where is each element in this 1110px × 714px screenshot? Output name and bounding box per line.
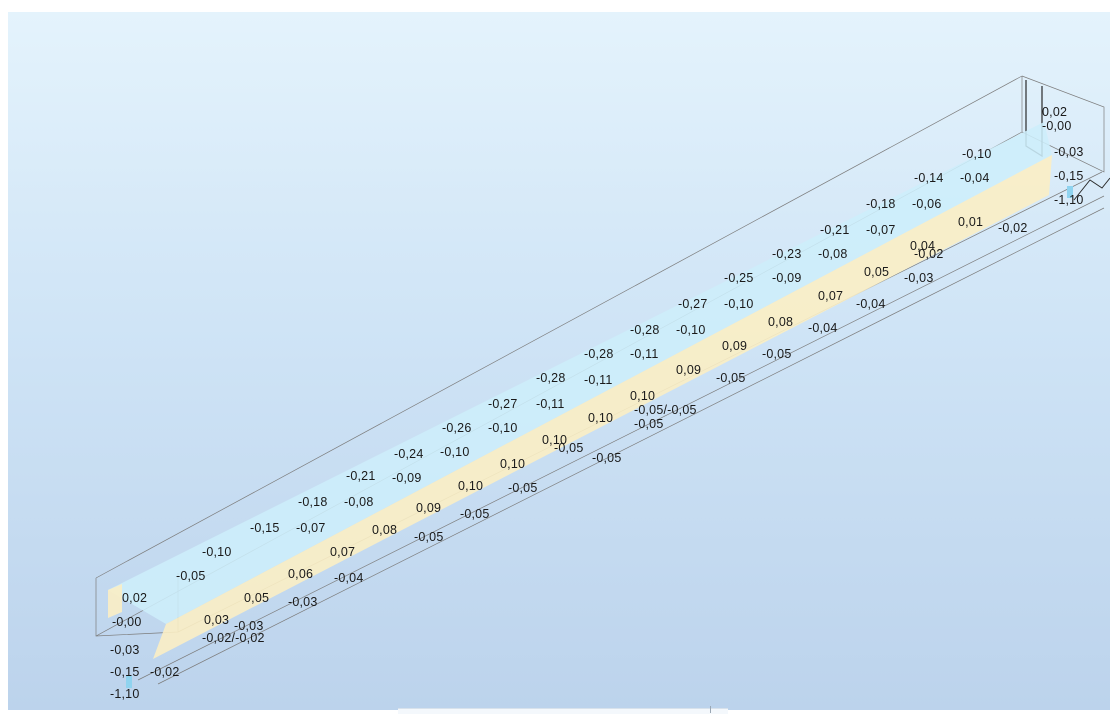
- result-value: -0,03: [288, 595, 318, 609]
- result-value: -0,05: [762, 347, 792, 361]
- result-value: -0,18: [866, 197, 896, 211]
- result-value: 0,01: [958, 215, 984, 229]
- result-value: 0,05: [244, 591, 270, 605]
- result-value: -0,27: [488, 397, 518, 411]
- result-value: 0,02: [122, 591, 148, 605]
- result-value: -0,21: [820, 223, 850, 237]
- result-value: -0,02: [150, 665, 180, 679]
- result-value: -0,28: [630, 323, 660, 337]
- result-value: -0,05: [716, 371, 746, 385]
- result-value: -0,02/-0,02: [202, 631, 265, 645]
- result-value: -0,07: [866, 223, 896, 237]
- result-value: 0,04: [910, 239, 936, 253]
- result-value: -0,28: [584, 347, 614, 361]
- result-value: 0,10: [588, 411, 614, 425]
- result-value: -0,27: [678, 297, 708, 311]
- result-value: 0,09: [722, 339, 748, 353]
- result-value: -0,03: [1054, 145, 1084, 159]
- support-left: [126, 676, 132, 688]
- result-value: -0,10: [202, 545, 232, 559]
- result-value: -0,23: [772, 247, 802, 261]
- result-value: -0,10: [488, 421, 518, 435]
- positive-result-start: [108, 584, 122, 618]
- result-value: -0,10: [676, 323, 706, 337]
- result-value: -0,03: [904, 271, 934, 285]
- result-value: 0,06: [288, 567, 314, 581]
- result-value: -0,24: [394, 447, 424, 461]
- result-value: -0,04: [808, 321, 838, 335]
- result-value: -0,11: [630, 347, 659, 361]
- result-value: -1,10: [1054, 193, 1084, 207]
- result-value: -0,04: [960, 171, 990, 185]
- result-value: -0,15: [250, 521, 280, 535]
- result-value: -0,18: [298, 495, 328, 509]
- result-value: -0,15: [110, 665, 140, 679]
- result-value: -1,10: [110, 687, 140, 701]
- result-value: 0,10: [630, 389, 656, 403]
- result-value: -0,05: [176, 569, 206, 583]
- result-value: -0,28: [536, 371, 566, 385]
- result-value: -0,07: [296, 521, 326, 535]
- wireframe-inner-edge-2: [157, 207, 1105, 685]
- result-value: 0,02: [1042, 105, 1068, 119]
- status-strip: [398, 708, 728, 714]
- result-value: -0,14: [914, 171, 944, 185]
- result-value: -0,09: [392, 471, 422, 485]
- support-right: [1067, 186, 1073, 198]
- wireframe-right-end: [1021, 75, 1105, 173]
- result-value: -0,08: [818, 247, 848, 261]
- result-value: -0,04: [334, 571, 364, 585]
- wireframe-inner-edge: [137, 195, 1105, 681]
- result-value: 0,03: [204, 613, 230, 627]
- status-strip-separator: [710, 706, 711, 713]
- result-value: -0,06: [912, 197, 942, 211]
- result-value: 0,10: [500, 457, 526, 471]
- positive-result-face: [153, 155, 1052, 659]
- result-value: -0,05: [508, 481, 538, 495]
- result-value: 0,09: [676, 363, 702, 377]
- result-value: 0,10: [458, 479, 484, 493]
- result-value: -0,02: [914, 247, 944, 261]
- result-value: -0,21: [346, 469, 376, 483]
- result-value: -0,11: [584, 373, 613, 387]
- result-value: -0,10: [962, 147, 992, 161]
- result-value: -0,03: [234, 619, 264, 633]
- result-value: -0,00: [1042, 119, 1072, 133]
- result-value: 0,07: [330, 545, 356, 559]
- result-value: -0,05: [554, 441, 584, 455]
- result-value: -0,10: [440, 445, 470, 459]
- result-value: -0,05: [460, 507, 490, 521]
- result-value: 0,09: [416, 501, 442, 515]
- result-value: 0,08: [372, 523, 398, 537]
- result-value: 0,07: [818, 289, 844, 303]
- result-value: -0,25: [724, 271, 754, 285]
- result-value: -0,09: [772, 271, 802, 285]
- negative-result-face: [108, 122, 1052, 624]
- result-value: 0,08: [768, 315, 794, 329]
- support-symbol-right: [1073, 177, 1110, 201]
- result-value: -0,03: [110, 643, 140, 657]
- result-value: -0,05: [634, 417, 664, 431]
- result-value: -0,10: [724, 297, 754, 311]
- result-value: -0,26: [442, 421, 472, 435]
- result-value: -0,11: [536, 397, 565, 411]
- result-value: -0,05: [592, 451, 622, 465]
- result-value: -0,00: [112, 615, 142, 629]
- beam-result-diagram[interactable]: [8, 12, 1110, 710]
- result-value: -0,08: [344, 495, 374, 509]
- result-value: -0,04: [856, 297, 886, 311]
- 3d-viewport[interactable]: 0,02 -0,00 -0,03 -0,15 -1,10 -0,02 0,03 …: [8, 12, 1110, 710]
- result-value: 0,05: [864, 265, 890, 279]
- result-value: -0,05/-0,05: [634, 403, 697, 417]
- result-value: -0,05: [414, 530, 444, 544]
- result-value: -0,02: [998, 221, 1028, 235]
- result-value: -0,15: [1054, 169, 1084, 183]
- wireframe-top-back-edge: [95, 75, 1023, 579]
- result-value: 0,10: [542, 433, 568, 447]
